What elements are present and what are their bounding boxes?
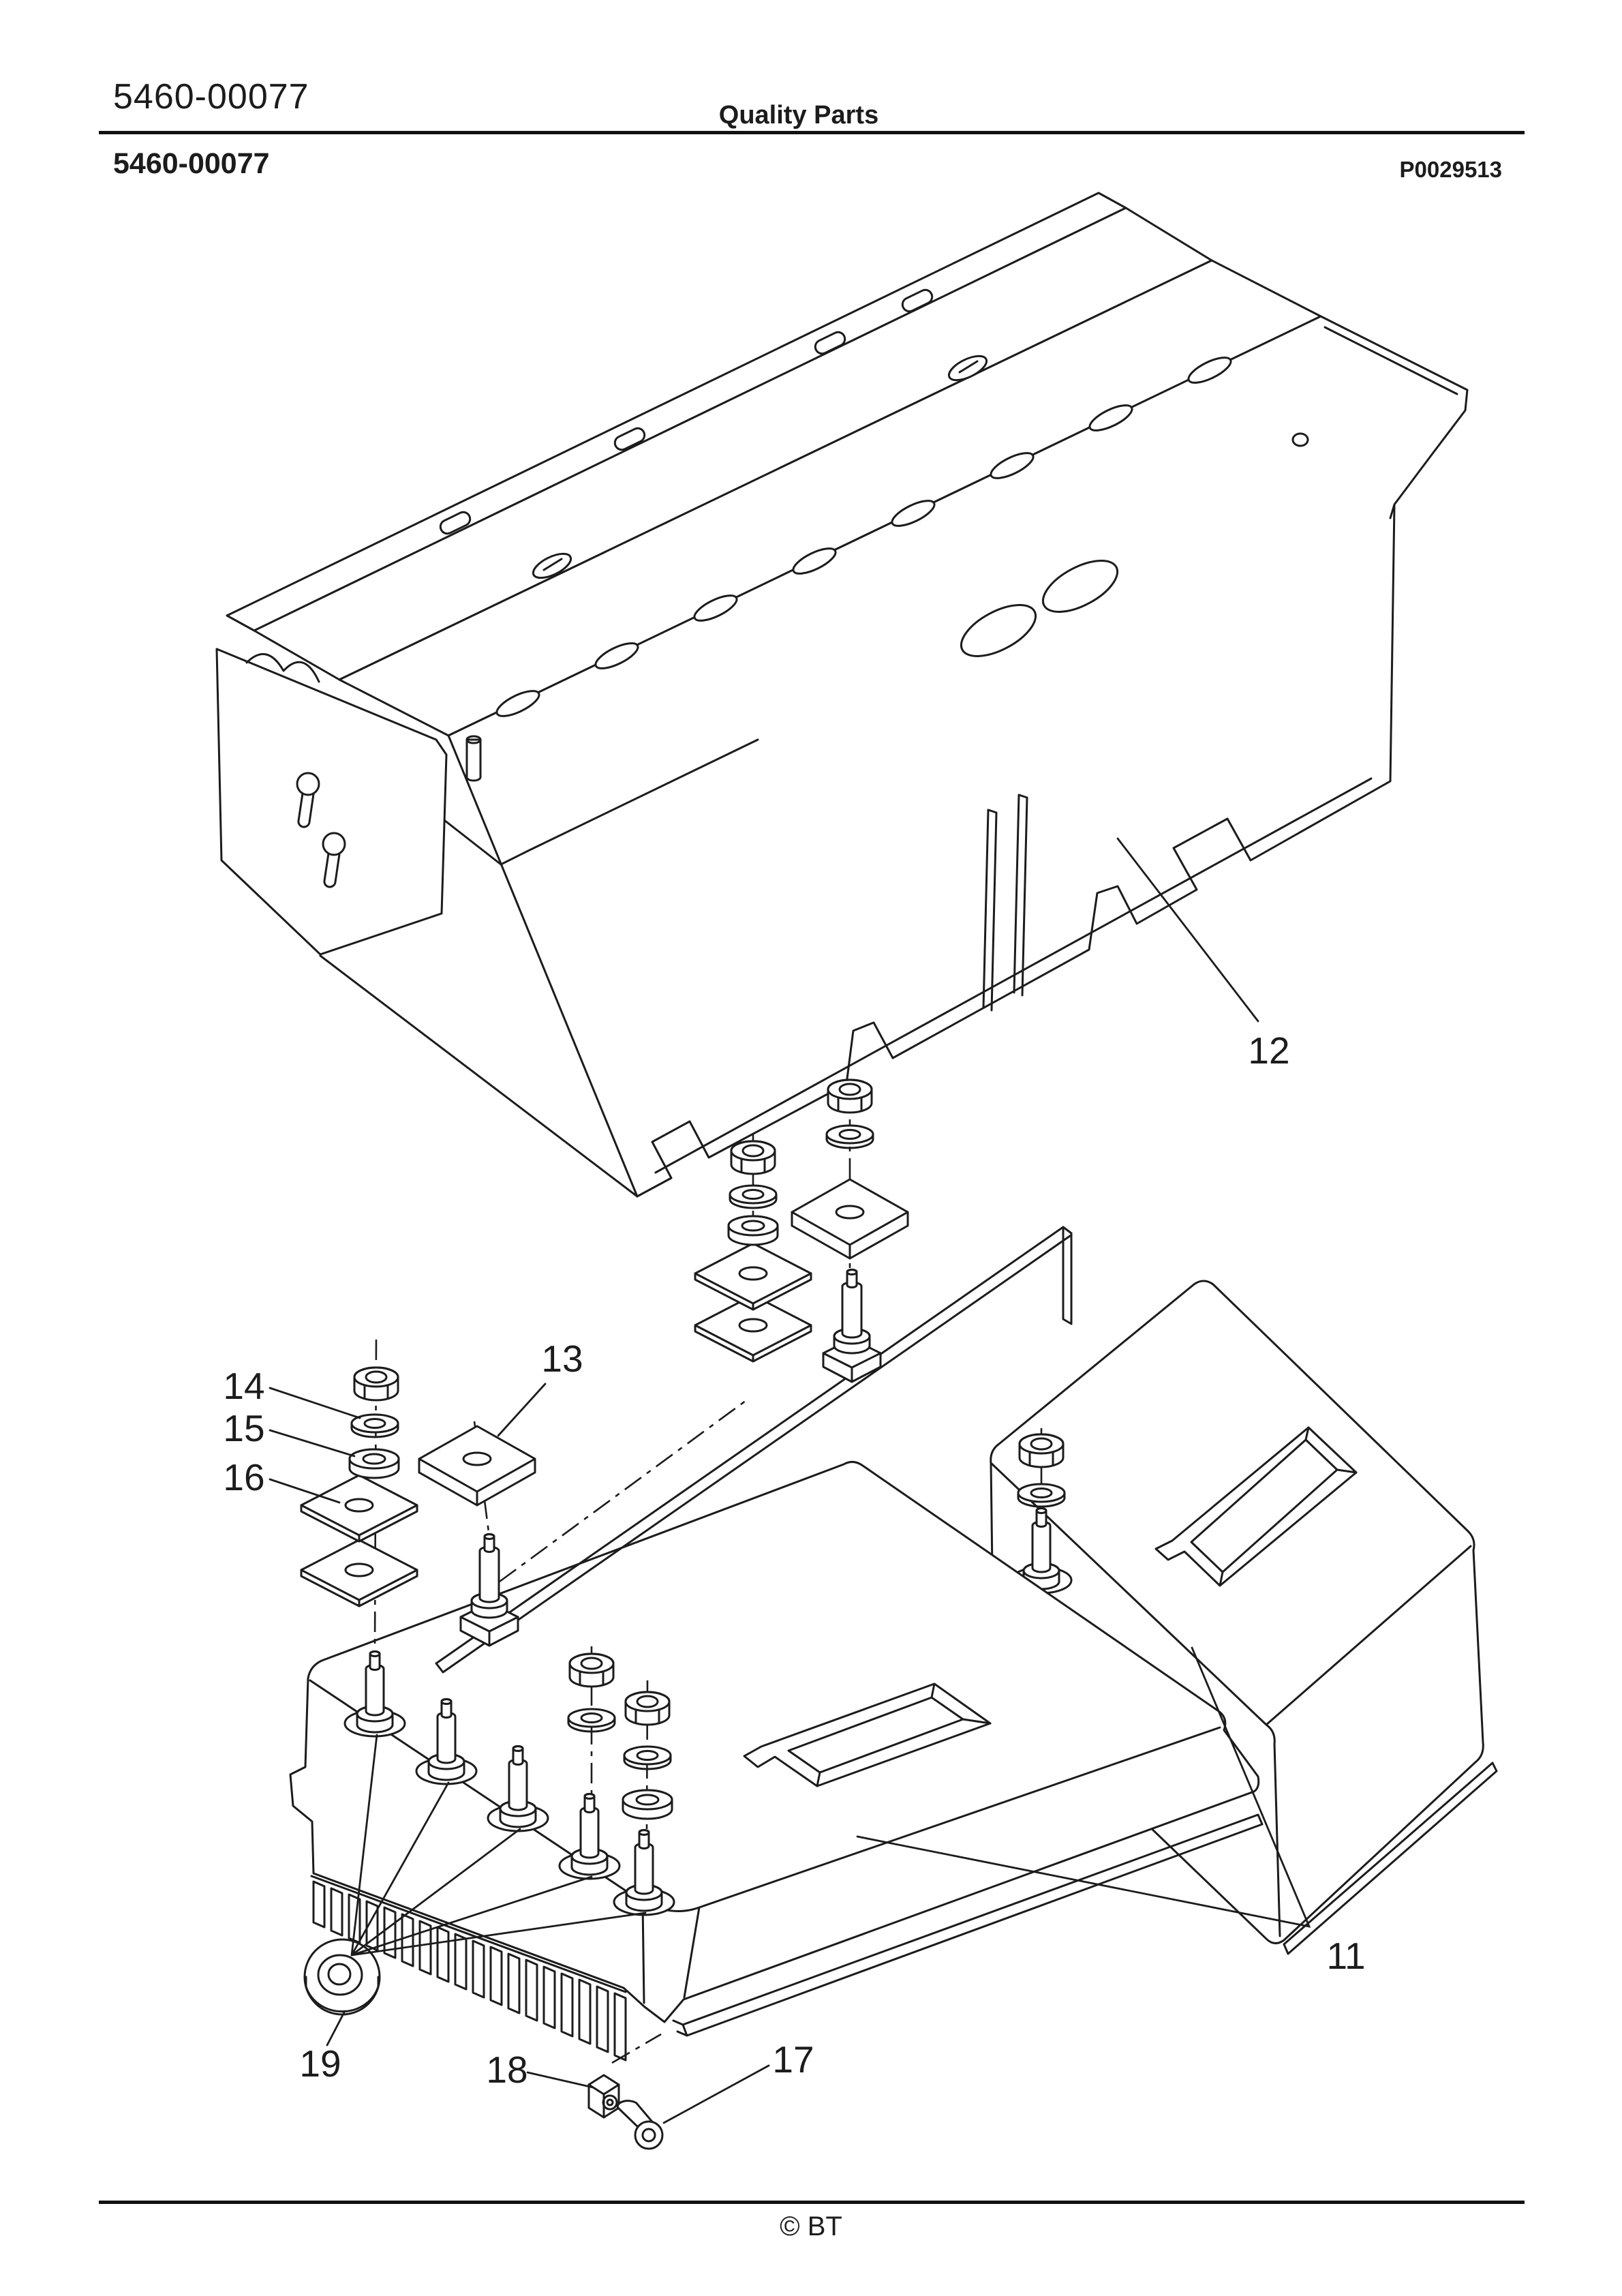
square-nut-item18 <box>587 2074 620 2119</box>
callout-16-leader <box>269 1478 341 1504</box>
clamp-plate-item13 <box>418 1425 536 1507</box>
callout-label-11: 11 <box>1326 1935 1365 1977</box>
hex-nut <box>353 1366 399 1402</box>
header-rule <box>99 131 1525 134</box>
callout-labels: 11 12 13 14 15 16 17 18 19 <box>223 1029 1365 2091</box>
callout-label-16: 16 <box>223 1456 264 1498</box>
hex-nut <box>827 1078 873 1114</box>
hex-nut <box>624 1691 671 1726</box>
hex-nut <box>568 1652 615 1688</box>
bracket-flange-slots <box>495 357 1232 717</box>
screw-item17 <box>616 2100 664 2150</box>
bracket-front-panel <box>447 315 1469 1198</box>
clamp-stud <box>833 1269 871 1355</box>
left-box-handle-recess <box>743 1682 992 1787</box>
callout-label-17: 17 <box>772 2038 814 2081</box>
spacer-washer <box>622 1789 673 1820</box>
footer-rule <box>99 2201 1525 2204</box>
callout-18-leader <box>526 2071 594 2089</box>
callout-15-leader <box>269 1429 356 1457</box>
spacer-washer-item15 <box>348 1448 400 1479</box>
locating-pin <box>465 735 482 782</box>
callout-label-14: 14 <box>223 1365 264 1407</box>
callout-19-fan <box>350 1734 647 1957</box>
callout-17-leader <box>662 2064 770 2124</box>
leader-lines <box>269 837 1311 2124</box>
clamp-plate <box>791 1178 909 1260</box>
panel-pilot-hole <box>1291 432 1309 447</box>
part-12-bracket <box>215 192 1469 1198</box>
callout-13-leader <box>497 1383 547 1437</box>
flat-washer <box>729 1184 778 1209</box>
callout-14-leader <box>269 1387 361 1419</box>
callout-11-leader <box>856 1646 1311 1928</box>
doc-number-bold: 5460-00077 <box>113 147 270 180</box>
callout-label-19: 19 <box>299 2042 341 2085</box>
right-box-bottom-rail <box>1283 1762 1498 1955</box>
callout-label-18: 18 <box>486 2049 527 2091</box>
clamp-stud <box>470 1533 508 1619</box>
doc-number-header: 5460-00077 <box>113 77 309 117</box>
bracket-roof-tabs <box>439 288 934 535</box>
square-washer-plate-item16 <box>300 1474 418 1543</box>
square-washer-plate <box>694 1242 812 1311</box>
figure-code: P0029513 <box>1399 157 1502 182</box>
fin-base-line <box>310 1875 627 1993</box>
left-box-edges <box>309 1679 1221 2004</box>
callout-label-12: 12 <box>1248 1029 1289 1072</box>
bracket-lower-left-edge <box>319 954 639 1198</box>
footer-copyright: © BT <box>780 2211 842 2241</box>
bracket-end-cap <box>215 648 448 956</box>
panel-oval-hole <box>1041 560 1119 613</box>
callout-12-leader <box>1116 837 1259 1023</box>
page-title: Quality Parts <box>718 101 879 130</box>
bracket-extension-inner-line <box>1323 326 1458 519</box>
hex-nut <box>1018 1433 1065 1468</box>
grommet-item19 <box>303 1938 381 2016</box>
hex-nut <box>730 1140 776 1175</box>
spacer-washer <box>727 1215 779 1246</box>
panel-oval-hole <box>960 604 1037 657</box>
callout-19-leader <box>326 2011 346 2046</box>
bracket-panel-inner-line <box>654 777 1373 1174</box>
callout-label-15: 15 <box>223 1407 264 1449</box>
right-box-handle-recess <box>1154 1426 1358 1587</box>
bracket-slits <box>982 794 1028 1012</box>
flat-washer <box>825 1124 874 1149</box>
square-washer-plate <box>300 1539 418 1607</box>
mounting-rail <box>672 1813 1264 2037</box>
clamp-bar <box>435 1226 1073 1674</box>
bracket-roof-slots <box>532 354 988 579</box>
callout-label-13: 13 <box>541 1338 583 1380</box>
